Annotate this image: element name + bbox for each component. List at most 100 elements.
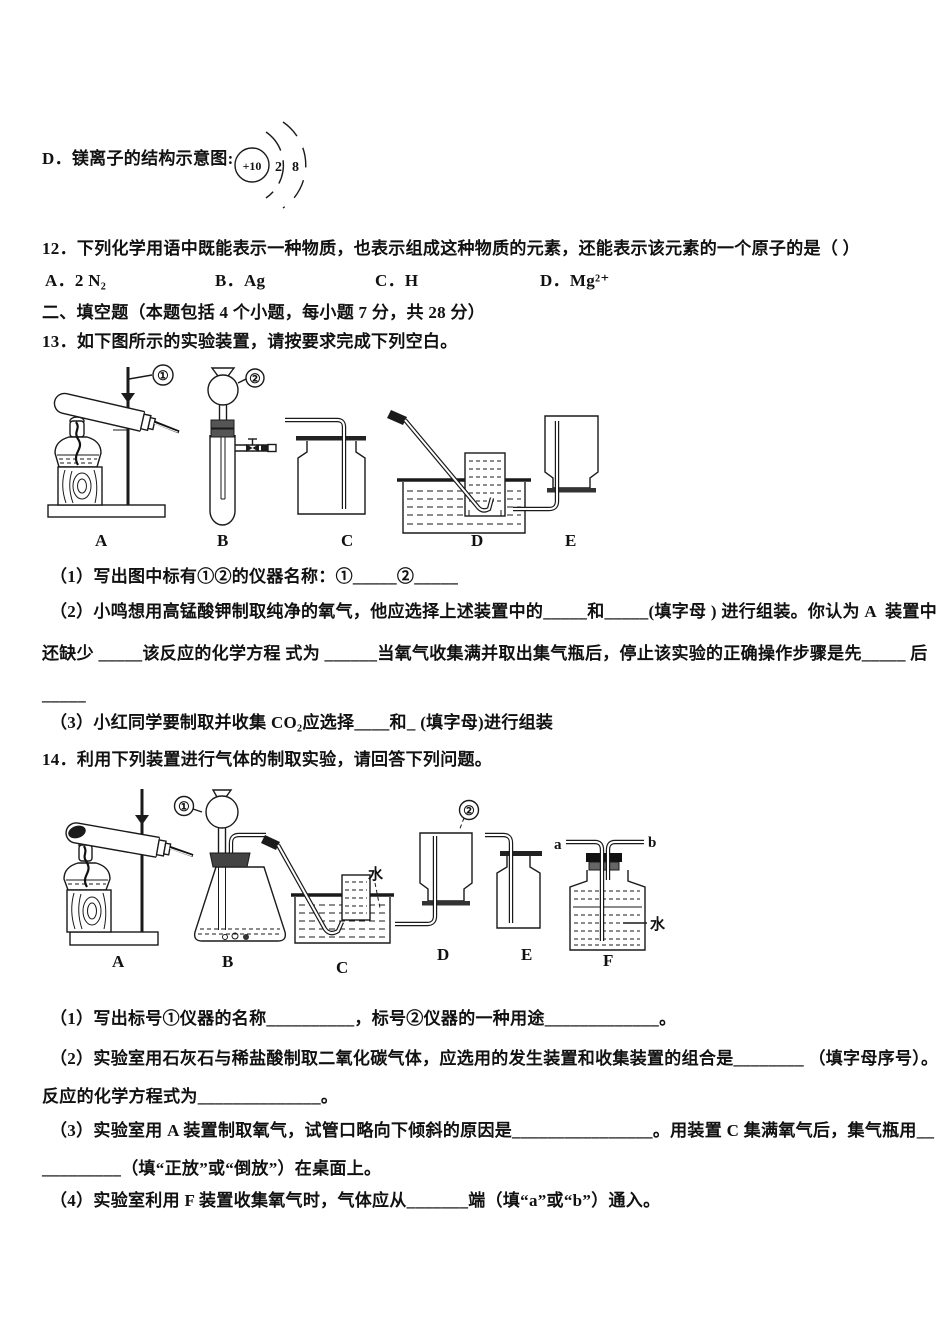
q12-option-b: B．Ag [215, 271, 266, 290]
q14-part4: （4）实验室利用 F 装置收集氧气时，气体应从_______端（填“a”或“b”… [50, 1191, 661, 1210]
electron-shell-arc-inner [265, 131, 285, 199]
nucleus-circle [234, 147, 270, 183]
cover-plate [296, 436, 366, 441]
callout-2-circle [245, 368, 265, 388]
tube-b-short [607, 841, 644, 880]
fig2-apparatus-a: A [63, 789, 194, 971]
test-tube [65, 822, 194, 858]
inverted-bottle [419, 832, 473, 902]
test-tube [53, 392, 180, 434]
fig1-apparatus-e: E [513, 415, 599, 550]
fig1-label-b: B [217, 531, 228, 550]
fig2-label-f: F [603, 951, 613, 970]
cover-plate [500, 851, 542, 856]
delivery-tube [485, 834, 512, 923]
conical-flask [193, 866, 287, 942]
q13-part1: （1）写出图中标有①②的仪器名称：①_____②_____ [50, 567, 459, 586]
fig1-apparatus-d: D [387, 410, 531, 550]
ball-funnel [205, 795, 239, 829]
lamp-wick-flame [74, 421, 82, 466]
bottle-rim [547, 488, 596, 493]
fig2-apparatus-c: 水 C [261, 835, 394, 977]
q14-apparatus-figure: A ① B [63, 789, 666, 977]
fig2-label-d: D [437, 945, 449, 964]
fig1-label-d: D [471, 531, 483, 550]
fig1-label-e: E [565, 531, 576, 550]
outer-tube [209, 435, 236, 526]
callout-1-circle [173, 795, 195, 817]
fig1-apparatus-c: C [285, 417, 366, 550]
q13-part2-line2: 还缺少 _____该反应的化学方程 式为 ______当氧气收集满并取出集气瓶后… [42, 644, 928, 663]
tube-a-long [566, 841, 603, 941]
option-d-ion-text: D．镁离子的结构示意图: [42, 149, 234, 168]
delivery-tube [395, 836, 436, 925]
section-header: 二、填空题（本题包括 4 个小题，每小题 7 分，共 28 分） [42, 303, 486, 322]
electron-shell-arc-outer [282, 121, 307, 209]
bottle-rim [422, 901, 470, 906]
washing-bottle [569, 870, 646, 951]
rubber-tube-tip [261, 835, 280, 850]
fig2-label-c: C [336, 958, 348, 977]
q14-part1: （1）写出标号①仪器的名称__________，标号②仪器的一种用途______… [50, 1009, 677, 1028]
q12-option-d: D．Mg²⁺ [540, 271, 610, 290]
fig1-label-a: A [95, 531, 108, 550]
question-12-text: 12．下列化学用语中既能表示一种物质，也表示组成这种物质的元素，还能表示该元素的… [42, 239, 860, 258]
fig2-label-a: A [112, 952, 125, 971]
q14-part3-line1: （3）实验室用 A 装置制取氧气，试管口略向下倾斜的原因是___________… [50, 1121, 935, 1140]
water-label: 水 [368, 865, 384, 883]
delivery-tube [513, 421, 558, 510]
fig2-apparatus-b: ① B [173, 789, 287, 971]
alcohol-lamp [63, 862, 111, 891]
stopper-band [210, 428, 235, 438]
callout-2-circle [458, 799, 480, 821]
callout-2-label: ② [463, 803, 475, 818]
fig1-apparatus-a: ① [47, 364, 180, 550]
q14-part3-line2: _________（填“正放”或“倒放”）在桌面上。 [42, 1159, 382, 1178]
q12-option-a: A．2 N₂ [45, 271, 107, 290]
delivery-tube [230, 834, 266, 855]
stand-base [47, 504, 166, 518]
fig1-apparatus-b: ② B [207, 367, 277, 550]
q14-part2-line2: 反应的化学方程式为______________。 [42, 1087, 339, 1106]
port-b-label: b [648, 835, 656, 851]
callout-1-label: ① [157, 368, 169, 383]
stopper [209, 852, 251, 868]
fig2-label-b: B [222, 952, 233, 971]
q13-part2-line1: （2）小鸣想用高锰酸钾制取纯净的氧气，他应选择上述装置中的_____和_____… [50, 602, 938, 621]
q13-apparatus-figure: ① [47, 364, 599, 550]
stopcock-icon [246, 444, 253, 452]
delivery-tube [285, 419, 345, 509]
q12-option-c: C．H [375, 271, 419, 290]
stand-base [69, 931, 159, 946]
q14-part2-line1: （2）实验室用石灰石与稀盐酸制取二氧化碳气体，应选用的发生装置和收集装置的组合是… [50, 1049, 939, 1068]
lamp-wick-flame [83, 845, 90, 888]
fig2-apparatus-e: E [485, 832, 542, 964]
ion-structure-diagram: +10 2 8 [234, 121, 307, 209]
water-label: 水 [650, 915, 666, 933]
shell-electrons-inner: 2 [275, 160, 282, 175]
question-13-intro: 13．如下图所示的实验装置，请按要求完成下列空白。 [42, 332, 458, 351]
inverted-bottle [544, 415, 599, 489]
fig2-label-e: E [521, 945, 532, 964]
question-14-intro: 14．利用下列装置进行气体的制取实验，请回答下列问题。 [42, 750, 493, 769]
clamp-icon [121, 393, 135, 403]
thistle-funnel-bulb [207, 374, 239, 406]
rubber-tube-tip [387, 410, 407, 425]
shell-electrons-outer: 8 [292, 160, 299, 175]
fig1-label-c: C [341, 531, 353, 550]
water-trough [294, 897, 391, 944]
nucleus-charge: +10 [243, 159, 262, 173]
callout-1-circle [152, 364, 174, 386]
q13-part3: （3）小红同学要制取并收集 CO₂应选择____和_ (填字母)进行组装 [50, 713, 554, 732]
callout-1-label: ① [178, 799, 190, 814]
callout-2-label: ② [249, 371, 261, 386]
flame-on-tube [68, 825, 86, 839]
gas-bottle [297, 441, 366, 515]
delivery-tube [404, 419, 493, 512]
stopper-band [210, 419, 235, 429]
gas-bottle [496, 856, 541, 929]
port-a-label: a [554, 837, 562, 853]
clamp-icon [135, 815, 149, 825]
delivery-tube [277, 844, 343, 935]
